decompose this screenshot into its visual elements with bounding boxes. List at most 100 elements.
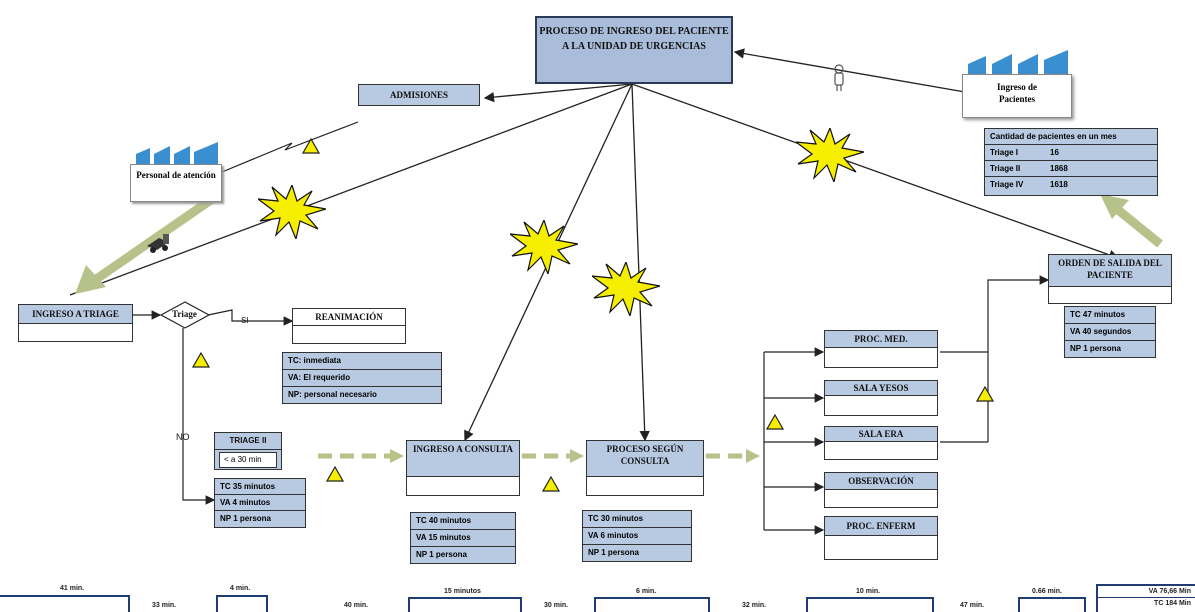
orden-salida-np: NP 1 persona	[1070, 344, 1121, 353]
timeline-va-total: VA 76,66 Min	[1098, 586, 1195, 598]
timeline-box	[806, 597, 934, 612]
main-title-box: PROCESO DE INGRESO DEL PACIENTE A LA UNI…	[535, 16, 733, 84]
admisiones-box: ADMISIONES	[358, 84, 480, 106]
ingreso-pacientes-label: Ingreso de Pacientes	[962, 74, 1072, 118]
timeline-tc-total: TC 184 Min	[1154, 600, 1191, 607]
reanimacion-tc: TC: inmediata	[283, 353, 441, 370]
ingreso-consulta-box: INGRESO A CONSULTA	[406, 440, 520, 496]
side-process-title: PROC. MED.	[825, 331, 937, 348]
side-process-title: SALA YESOS	[825, 381, 937, 396]
side-process-box: PROC. MED.	[824, 330, 938, 368]
no-label: NO	[176, 432, 190, 442]
proceso-consulta-tc: TC 30 minutos	[583, 511, 691, 528]
triage2-title: TRIAGE II	[215, 433, 281, 450]
orden-salida-va: VA 40 segundos	[1065, 324, 1155, 341]
cantidad-header: Cantidad de pacientes en un mes	[985, 129, 1157, 145]
cantidad-label: Triage II	[990, 164, 1021, 173]
si-label: SI	[241, 316, 249, 325]
timeline-bottom-label: 32 min.	[742, 602, 767, 609]
line-ingreso-pacientes-title	[733, 48, 966, 93]
cantidad-value: 16	[1050, 148, 1059, 157]
kaizen-burst-icon	[510, 220, 578, 274]
reanimacion-np: NP: personal necesario	[288, 390, 377, 399]
ingreso-consulta-info: TC 40 minutos VA 15 minutos NP 1 persona	[410, 512, 516, 564]
timeline-box	[0, 595, 130, 612]
orden-salida-info: TC 47 minutos VA 40 segundos NP 1 person…	[1064, 306, 1156, 358]
timeline-bottom-label: 40 min.	[344, 602, 369, 609]
ingreso-consulta-tc: TC 40 minutos	[411, 513, 515, 530]
proceso-consulta-np: NP 1 persona	[588, 548, 639, 557]
inventory-triangle-icon	[326, 466, 344, 482]
proceso-consulta-title: PROCESO SEGÚN CONSULTA	[587, 441, 703, 477]
ingreso-triage-box: INGRESO A TRIAGE	[18, 304, 133, 342]
cantidad-row: Triage II 1868	[985, 161, 1157, 177]
cantidad-row: Triage I 16	[985, 145, 1157, 161]
triage2-np: NP 1 persona	[220, 514, 271, 523]
inventory-triangle-icon	[192, 352, 210, 368]
orden-salida-tc: TC 47 minutos	[1065, 307, 1155, 324]
cantidad-table: Cantidad de pacientes en un mes Triage I…	[984, 128, 1158, 196]
line-admisiones-personal	[221, 121, 359, 173]
forklift-icon	[147, 234, 169, 253]
kaizen-burst-icon	[796, 128, 864, 182]
ingreso-triage-title: INGRESO A TRIAGE	[19, 305, 132, 324]
main-title: PROCESO DE INGRESO DEL PACIENTE A LA UNI…	[539, 26, 729, 52]
triage2-info: TC 35 minutos VA 4 minutos NP 1 persona	[214, 478, 306, 528]
personal-factory: Personal de atención	[130, 140, 222, 202]
inventory-triangle-icon	[302, 138, 320, 154]
timeline-top-label: 10 min.	[856, 588, 881, 595]
admisiones-label: ADMISIONES	[389, 90, 448, 100]
side-process-title: OBSERVACIÓN	[825, 473, 937, 490]
cantidad-value: 1618	[1050, 180, 1068, 189]
side-process-box: SALA YESOS	[824, 380, 938, 416]
timeline-bottom-label: 33 min.	[152, 602, 177, 609]
timeline-bottom-label: 47 min.	[960, 602, 985, 609]
triage2-va: VA 4 minutos	[215, 495, 305, 511]
ingreso-pacientes-factory: Ingreso de Pacientes	[962, 48, 1072, 118]
line-title-triage	[69, 83, 633, 296]
orden-salida-box: ORDEN DE SALIDA DEL PACIENTE	[1048, 254, 1172, 304]
inventory-triangle-icon	[976, 386, 994, 402]
timeline-box	[408, 597, 522, 612]
timeline-top-label: 15 minutos	[444, 588, 481, 595]
side-process-title: SALA ERA	[825, 427, 937, 442]
inventory-triangle-icon	[542, 476, 560, 492]
timeline-top-label: 6 min.	[636, 588, 657, 595]
reanimacion-title: REANIMACIÓN	[293, 309, 405, 326]
line-title-admisiones	[483, 83, 633, 103]
reanimacion-box: REANIMACIÓN	[292, 308, 406, 344]
timeline-top-label: 4 min.	[230, 585, 251, 592]
timeline-summary-box: VA 76,66 Min TC 184 Min	[1096, 584, 1195, 612]
personal-label: Personal de atención	[130, 164, 222, 202]
ingreso-consulta-title: INGRESO A CONSULTA	[407, 441, 519, 477]
triage2-sub: < a 30 min	[219, 452, 277, 468]
factory-roof-icon	[136, 142, 218, 164]
timeline-box	[594, 597, 710, 612]
factory-roof-icon	[968, 50, 1068, 74]
reanimacion-info: TC: inmediata VA: El requerido NP: perso…	[282, 352, 442, 404]
cantidad-value: 1868	[1050, 164, 1068, 173]
timeline-top-label: 0.66 min.	[1032, 588, 1062, 595]
proceso-consulta-va: VA 6 minutos	[583, 528, 691, 545]
side-process-box: SALA ERA	[824, 426, 938, 460]
line-title-orden-salida	[631, 83, 1120, 260]
orden-salida-title: ORDEN DE SALIDA DEL PACIENTE	[1049, 255, 1171, 287]
ingreso-consulta-np: NP 1 persona	[416, 550, 467, 559]
kaizen-burst-icon	[258, 185, 326, 239]
kaizen-burst-icon	[592, 262, 660, 316]
cantidad-label: Triage I	[990, 148, 1019, 157]
side-process-box: OBSERVACIÓN	[824, 472, 938, 508]
timeline-box	[1018, 597, 1086, 612]
operator-icon	[834, 64, 844, 91]
reanimacion-va: VA: El requerido	[283, 370, 441, 387]
side-process-title: PROC. ENFERM	[825, 517, 937, 536]
proceso-consulta-info: TC 30 minutos VA 6 minutos NP 1 persona	[582, 510, 692, 562]
triage-decision-diamond	[160, 301, 210, 329]
timeline-bottom-label: 30 min.	[544, 602, 569, 609]
side-process-box: PROC. ENFERM	[824, 516, 938, 560]
triage2-tc: TC 35 minutos	[215, 479, 305, 495]
timeline-box	[216, 595, 268, 612]
